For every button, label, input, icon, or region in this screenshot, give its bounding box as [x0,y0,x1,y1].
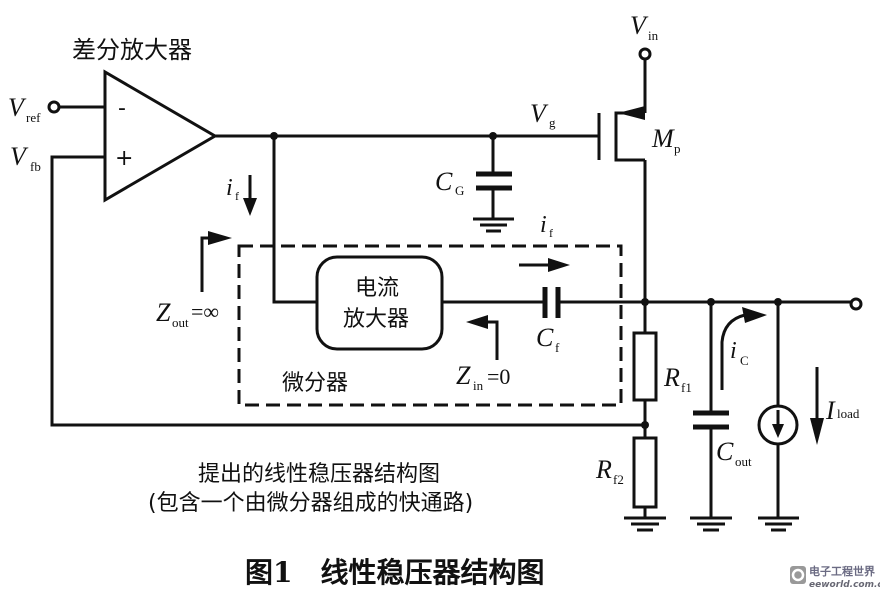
vfb-subscript: fb [30,159,41,174]
zout-arrow [200,236,215,292]
ic-label: i [730,338,737,364]
differential-amplifier [103,69,218,203]
ground-icon [624,516,666,532]
zin-label: Z [456,361,471,390]
if-subscript: f [235,189,239,203]
rf2-label: R [595,455,612,484]
rf2-subscript: f2 [613,472,624,487]
if-label: i [226,175,233,201]
if-arrow-head [243,198,257,216]
zin-arrow-head [466,315,488,329]
current-amp-label-line1: 电流 [355,276,399,301]
cg-subscript: G [455,183,464,198]
rf1-label: R [663,363,680,392]
zout-value: =∞ [191,299,219,324]
cg-label: C [435,167,453,196]
vin-subscript: in [648,28,659,43]
ic-subscript: C [740,353,749,368]
rf1-subscript: f1 [681,380,692,395]
if2-subscript: f [549,226,553,240]
figure-caption: 图1 线性稳压器结构图 [245,556,544,589]
iload-subscript: load [837,406,860,421]
vfb-label: V [10,142,29,171]
current-amp-label-line2: 放大器 [343,307,409,332]
cout-label: C [716,437,734,466]
current-amplifier [315,255,444,351]
cout-subscript: out [735,454,752,469]
if2-arrow-head [548,258,570,272]
description-line1: 提出的线性稳压器结构图 [198,462,440,487]
opamp-plus-sign: + [115,146,133,171]
output-terminal [849,297,863,311]
watermark-name: 电子工程世界 [809,564,875,578]
zin-subscript: in [473,378,484,393]
zout-arrow-head [208,231,232,245]
opamp-minus-sign: - [118,96,126,121]
iload-arrow-head [810,418,824,445]
eeworld-logo-icon: 电子工程世界 eeworld.com.cn [790,564,880,590]
differentiator-label: 微分器 [282,371,348,396]
iload-label: I [825,396,836,425]
opamp-title: 差分放大器 [72,36,192,64]
ground-icon [690,516,732,532]
vref-subscript: ref [26,110,41,125]
cf-label: C [536,323,554,352]
rf2-resistor [632,436,658,509]
vg-label: V [530,99,549,128]
vg-subscript: g [549,115,556,130]
zin-value: =0 [487,364,510,389]
ground-icon [473,217,514,233]
feedback-wire [50,155,645,427]
differentiator-box [237,244,623,407]
ic-arrow [720,313,746,390]
watermark-site: eeworld.com.cn [809,580,880,590]
description-line2: (包含一个由微分器组成的快通路) [148,491,473,516]
watermark-logo: 电子工程世界 eeworld.com.cn [788,560,880,596]
vref-terminal [47,100,61,114]
zout-subscript: out [172,315,189,330]
amp-input-wire [272,136,317,304]
current-source-arrow-head [772,424,784,438]
mp-label: M [651,124,675,153]
ic-arrow-head [742,307,767,323]
vin-label: V [630,11,649,40]
cf-subscript: f [555,340,560,355]
vref-label: V [8,93,27,122]
zout-label: Z [156,298,171,327]
mp-source-arrow [618,106,645,120]
vin-terminal [638,47,652,61]
mp-subscript: p [674,141,681,156]
rf1-resistor [632,331,658,402]
mp-channel [614,111,645,162]
if2-label: i [540,212,547,238]
ground-icon [758,516,799,532]
